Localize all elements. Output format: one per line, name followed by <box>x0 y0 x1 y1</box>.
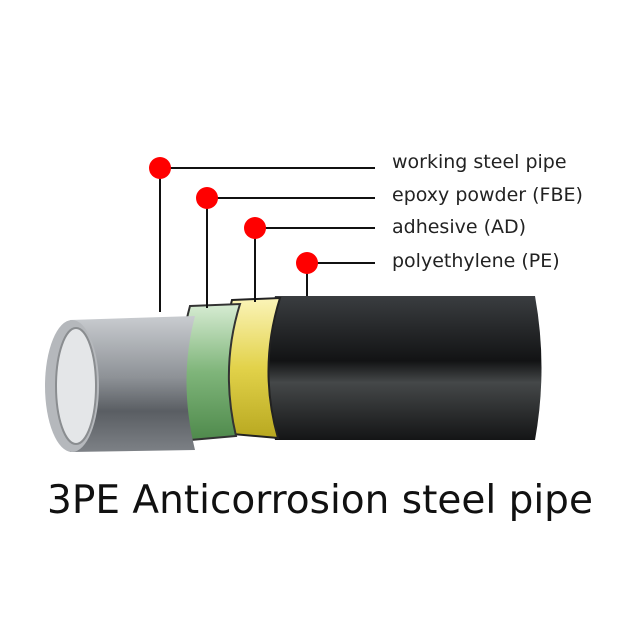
label-adhesive: adhesive (AD) <box>392 216 527 238</box>
label-epoxy-powder: epoxy powder (FBE) <box>392 184 583 206</box>
steel-pipe-bore <box>55 327 97 445</box>
leader-line-fbe <box>206 197 375 308</box>
pe-layer <box>265 296 542 440</box>
leader-line-steel <box>159 167 375 312</box>
leader-line-pe <box>306 262 375 296</box>
label-working-steel-pipe: working steel pipe <box>392 151 567 173</box>
steel-pipe <box>70 316 195 452</box>
marker-dot-fbe <box>196 187 218 209</box>
marker-dot-steel <box>149 157 171 179</box>
leader-line-ad <box>254 227 375 302</box>
marker-dot-pe <box>296 252 318 274</box>
label-polyethylene: polyethylene (PE) <box>392 250 560 272</box>
marker-dot-ad <box>244 217 266 239</box>
diagram-title: 3PE Anticorrosion steel pipe <box>47 478 593 523</box>
